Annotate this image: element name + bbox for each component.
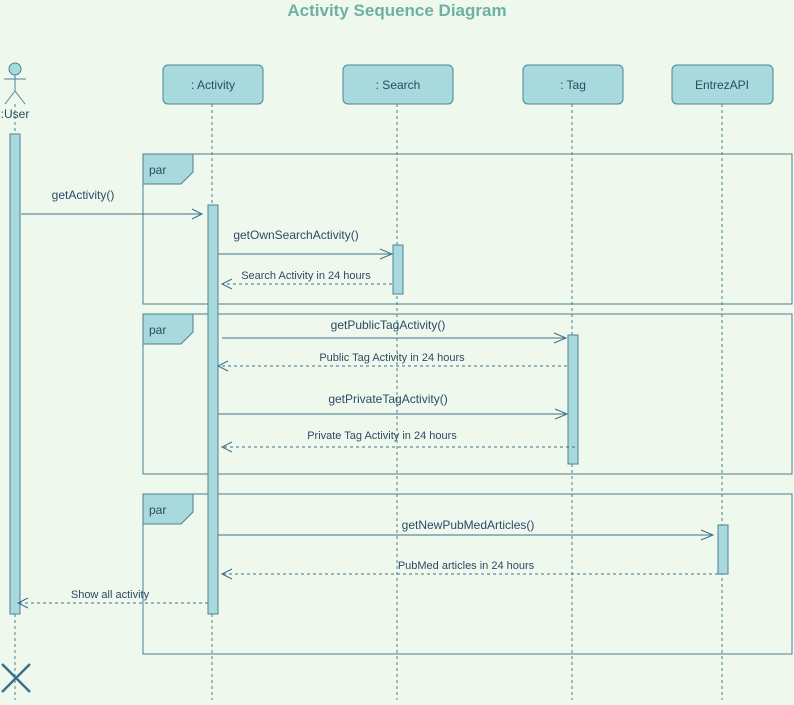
user-actor-icon [4, 62, 26, 105]
message-label: getActivity() [52, 188, 115, 202]
message-get-private-tag-activity: getPrivateTagActivity() [218, 392, 569, 420]
message-label: getOwnSearchActivity() [233, 228, 358, 242]
participant-label: : Activity [191, 78, 235, 92]
participant-label: : Tag [560, 78, 586, 92]
return-pubmed-articles: PubMed articles in 24 hours [220, 560, 718, 580]
participant-tag: : Tag [522, 64, 624, 105]
user-actor-label: :User [1, 107, 30, 121]
message-get-new-pubmed-articles: getNewPubMedArticles() [218, 518, 715, 541]
par-fragment-1: par [142, 153, 793, 305]
message-label: Public Tag Activity in 24 hours [319, 352, 465, 364]
tag-activation-bar [567, 334, 579, 465]
fragment-operator: par [149, 503, 166, 517]
message-get-own-search-activity: getOwnSearchActivity() [218, 228, 394, 260]
activity-activation-bar [207, 204, 219, 615]
message-get-activity: getActivity() [21, 188, 204, 220]
message-label: getPublicTagActivity() [331, 318, 446, 332]
destroy-x-icon [1, 663, 31, 693]
participant-label: EntrezAPI [695, 78, 749, 92]
participant-search: : Search [342, 64, 454, 105]
return-show-all-activity: Show all activity [16, 589, 208, 609]
diagram-title: Activity Sequence Diagram [287, 1, 506, 20]
message-label: getPrivateTagActivity() [328, 392, 447, 406]
message-label: Show all activity [71, 589, 150, 601]
fragment-operator: par [149, 323, 166, 337]
user-activation-bar [9, 133, 21, 615]
participant-activity: : Activity [162, 64, 264, 105]
message-get-public-tag-activity: getPublicTagActivity() [222, 318, 568, 344]
return-public-tag-activity: Public Tag Activity in 24 hours [216, 352, 567, 372]
message-label: PubMed articles in 24 hours [398, 560, 535, 572]
participant-entrezapi: EntrezAPI [671, 64, 774, 105]
message-label: Private Tag Activity in 24 hours [307, 430, 457, 442]
entrezapi-activation-bar [717, 524, 729, 575]
par-fragment-3: par [142, 493, 793, 655]
message-label: getNewPubMedArticles() [402, 518, 535, 532]
search-activation-bar [392, 244, 404, 295]
participant-label: : Search [376, 78, 421, 92]
message-label: Search Activity in 24 hours [241, 270, 371, 282]
return-private-tag-activity: Private Tag Activity in 24 hours [220, 430, 575, 453]
par-fragment-2: par [142, 313, 793, 475]
fragment-operator: par [149, 163, 166, 177]
return-search-activity: Search Activity in 24 hours [220, 270, 392, 290]
